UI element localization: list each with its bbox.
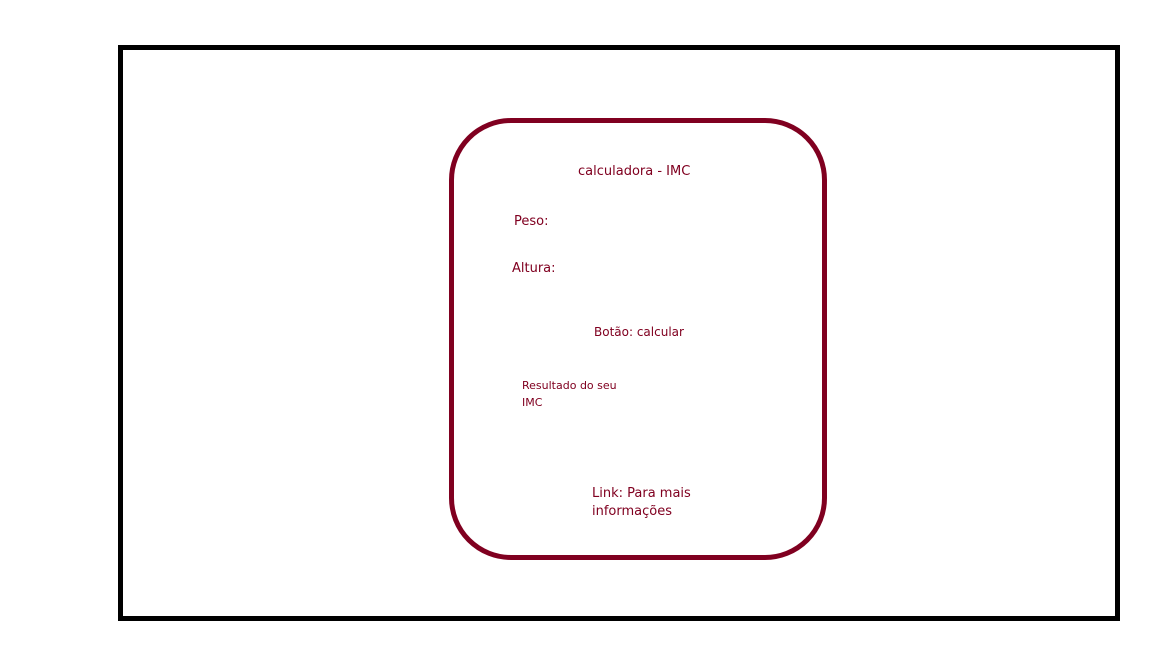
bmi-result-line-1: Resultado do seu xyxy=(522,379,617,392)
calculate-button-placeholder: Botão: calcular xyxy=(594,325,684,339)
bmi-result-text: Resultado do seu IMC xyxy=(522,377,617,411)
screen-frame xyxy=(118,45,1120,621)
more-info-link-placeholder: Link: Para mais informações xyxy=(592,485,691,521)
more-info-link-line-2: informações xyxy=(592,504,672,519)
weight-label: Peso: xyxy=(514,214,549,229)
calculator-title: calculadora - IMC xyxy=(578,164,691,179)
more-info-link-line-1: Link: Para mais xyxy=(592,486,691,501)
bmi-result-line-2: IMC xyxy=(522,396,543,409)
calculator-card xyxy=(449,118,827,560)
height-label: Altura: xyxy=(512,261,556,276)
